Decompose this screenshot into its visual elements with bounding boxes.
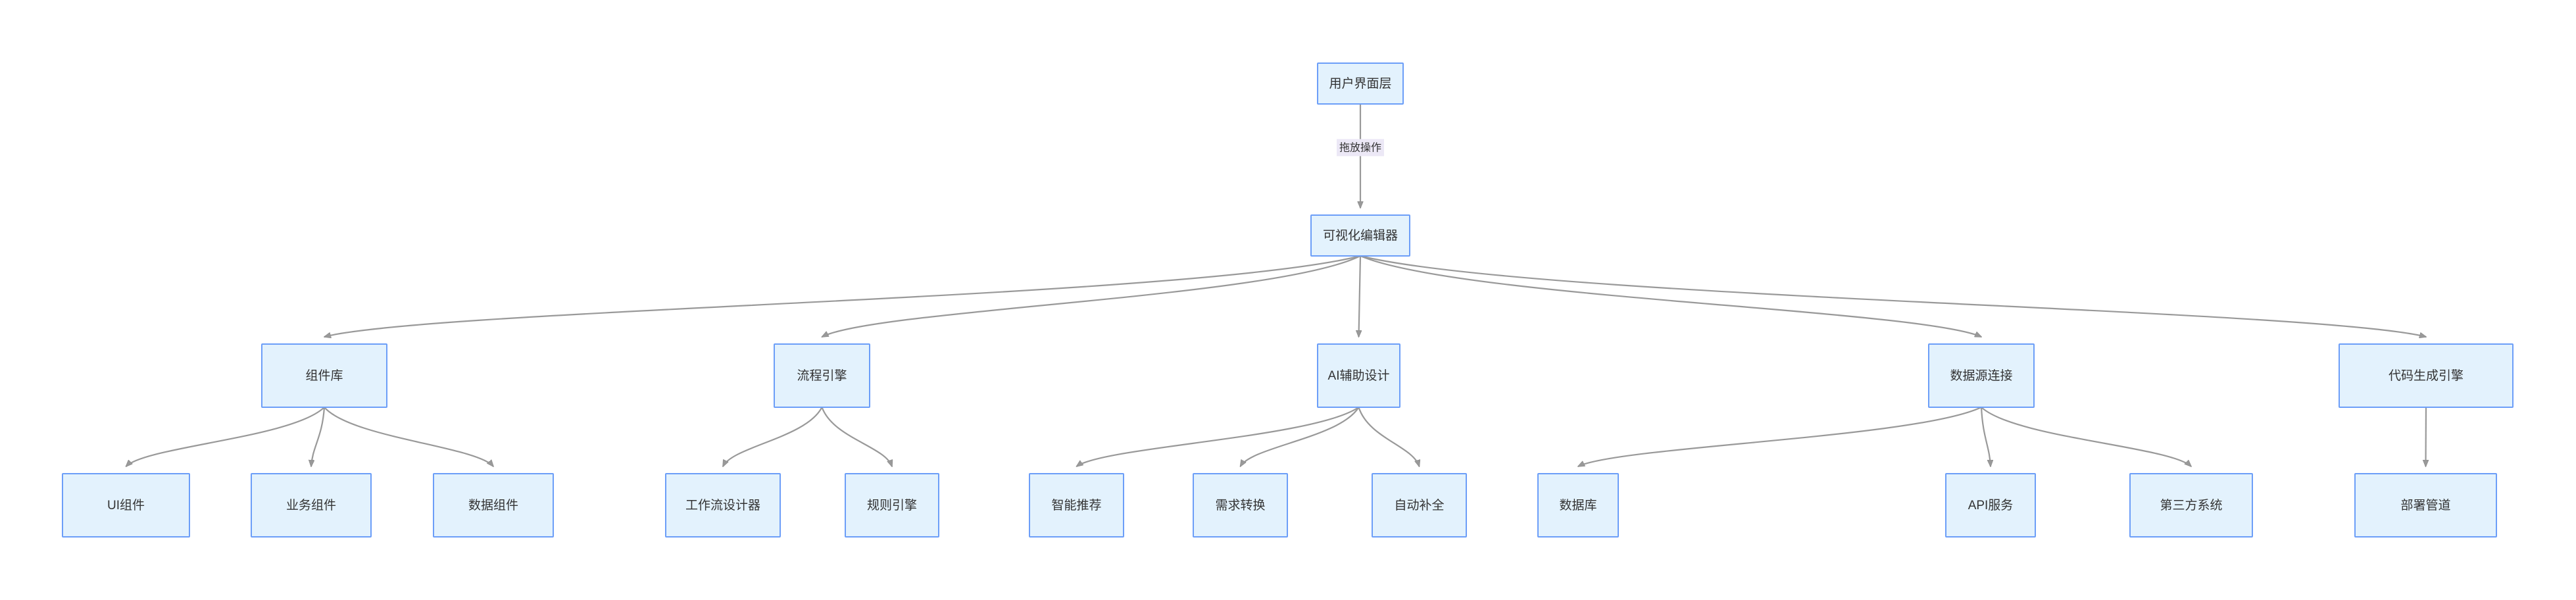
node-deploy_pipeline[interactable]: 部署管道 (2354, 473, 2497, 538)
node-label-component_lib: 组件库 (305, 368, 343, 383)
edge-label-ui_layer-to-visual_editor: 拖放操作 (1339, 142, 1381, 154)
node-api_service[interactable]: API服务 (1945, 473, 2036, 538)
node-box-database[interactable] (1537, 473, 1619, 538)
node-box-rule_engine[interactable] (845, 473, 939, 538)
node-label-data_comp: 数据组件 (468, 498, 518, 512)
node-box-code_gen[interactable] (2339, 343, 2514, 408)
node-box-data_source[interactable] (1928, 343, 2035, 408)
node-box-third_party[interactable] (2129, 473, 2253, 538)
node-label-visual_editor: 可视化编辑器 (1323, 228, 1398, 243)
edge-visual_editor-to-code_gen (1360, 255, 2426, 337)
node-third_party[interactable]: 第三方系统 (2129, 473, 2253, 538)
node-label-biz_comp: 业务组件 (286, 498, 336, 512)
edge-component_lib-to-biz_comp (311, 407, 326, 466)
node-component_lib[interactable]: 组件库 (261, 343, 387, 408)
node-ui_layer[interactable]: 用户界面层 (1317, 63, 1404, 105)
edge-component_lib-to-ui_comp (126, 407, 325, 466)
node-database[interactable]: 数据库 (1537, 473, 1619, 538)
edge-label-background (1337, 139, 1384, 157)
node-label-database: 数据库 (1559, 498, 1597, 512)
node-data_comp[interactable]: 数据组件 (433, 473, 554, 538)
node-auto_complete[interactable]: 自动补全 (1372, 473, 1467, 538)
edge-code_gen-to-deploy_pipeline (2426, 407, 2427, 466)
node-box-workflow_design[interactable] (665, 473, 781, 538)
node-visual_editor[interactable]: 可视化编辑器 (1310, 214, 1410, 257)
node-ui_comp[interactable]: UI组件 (62, 473, 190, 538)
edge-data_source-to-database (1578, 407, 1982, 467)
node-ai_design[interactable]: AI辅助设计 (1317, 343, 1400, 408)
edge-visual_editor-to-data_source (1360, 255, 1981, 338)
edge-flow_engine-to-rule_engine (821, 407, 893, 466)
node-flow_engine[interactable]: 流程引擎 (774, 343, 870, 408)
node-box-api_service[interactable] (1945, 473, 2036, 538)
node-box-auto_complete[interactable] (1372, 473, 1467, 538)
edge-visual_editor-to-ai_design (1359, 255, 1361, 337)
node-biz_comp[interactable]: 业务组件 (251, 473, 372, 538)
node-label-api_service: API服务 (1968, 498, 2014, 512)
node-code_gen[interactable]: 代码生成引擎 (2339, 343, 2514, 408)
node-label-auto_complete: 自动补全 (1394, 498, 1444, 512)
edge-layer (126, 104, 2427, 466)
node-box-visual_editor[interactable] (1310, 214, 1410, 257)
edge-ai_design-to-auto_complete (1358, 407, 1420, 466)
node-label-req_transform: 需求转换 (1215, 498, 1265, 512)
node-label-smart_recommend: 智能推荐 (1051, 498, 1101, 512)
node-label-ui_layer: 用户界面层 (1329, 76, 1391, 91)
node-box-ai_design[interactable] (1317, 343, 1400, 408)
edge-ai_design-to-req_transform (1239, 407, 1360, 466)
edge-component_lib-to-data_comp (324, 407, 493, 466)
node-label-code_gen: 代码生成引擎 (2389, 368, 2464, 383)
node-box-req_transform[interactable] (1193, 473, 1288, 538)
edge-data_source-to-third_party (1981, 407, 2191, 466)
node-label-flow_engine: 流程引擎 (797, 368, 847, 383)
node-box-biz_comp[interactable] (251, 473, 372, 538)
node-label-third_party: 第三方系统 (2160, 498, 2222, 512)
node-label-workflow_design: 工作流设计器 (685, 498, 760, 512)
node-box-data_comp[interactable] (433, 473, 554, 538)
node-req_transform[interactable]: 需求转换 (1193, 473, 1288, 538)
edge-visual_editor-to-component_lib (324, 255, 1361, 337)
edge-data_source-to-api_service (1980, 407, 1991, 466)
node-box-ui_comp[interactable] (62, 473, 190, 538)
node-label-ai_design: AI辅助设计 (1328, 368, 1390, 383)
node-smart_recommend[interactable]: 智能推荐 (1029, 473, 1124, 538)
node-label-ui_comp: UI组件 (107, 498, 145, 512)
edge-flow_engine-to-workflow_design (722, 407, 823, 466)
node-label-deploy_pipeline: 部署管道 (2400, 498, 2450, 512)
node-box-smart_recommend[interactable] (1029, 473, 1124, 538)
node-rule_engine[interactable]: 规则引擎 (845, 473, 939, 538)
node-box-component_lib[interactable] (261, 343, 387, 408)
edge-label-layer: 拖放操作 (1337, 139, 1384, 157)
node-data_source[interactable]: 数据源连接 (1928, 343, 2035, 408)
node-box-deploy_pipeline[interactable] (2354, 473, 2497, 538)
node-workflow_design[interactable]: 工作流设计器 (665, 473, 781, 538)
node-box-flow_engine[interactable] (774, 343, 870, 408)
edge-ai_design-to-smart_recommend (1077, 407, 1360, 466)
node-box-ui_layer[interactable] (1317, 63, 1404, 105)
node-label-data_source: 数据源连接 (1950, 368, 2012, 383)
edge-visual_editor-to-flow_engine (822, 255, 1361, 338)
node-label-rule_engine: 规则引擎 (867, 498, 917, 512)
